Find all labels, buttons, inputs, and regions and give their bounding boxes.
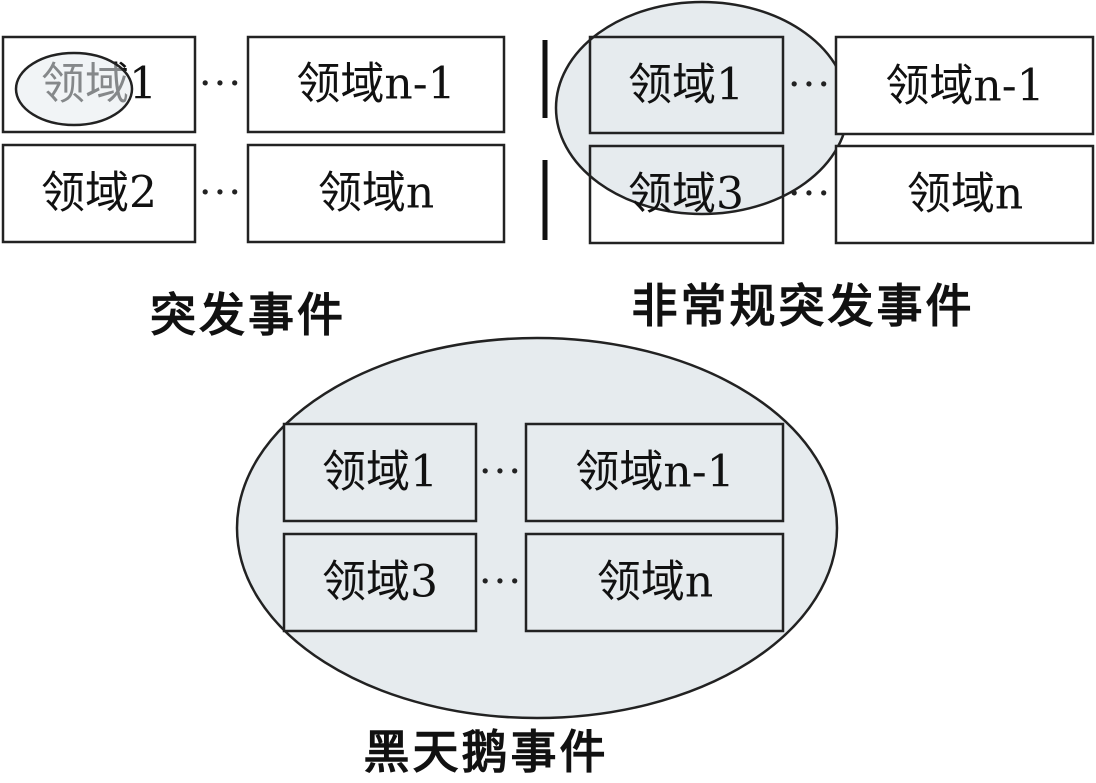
domain-box-emergency-n-1: 领域n-1 [246, 35, 506, 134]
domain-label: 领域n-1 [296, 59, 455, 110]
panel-black-swan: 领域1 ··· 领域n-1 领域3 ··· 领域n 黑天鹅事件 [235, 336, 839, 779]
domain-label: 领域2 [41, 168, 157, 219]
domain-box-unconventional-3: 领域3 [588, 144, 785, 245]
domain-label: 领域n-1 [575, 447, 734, 498]
domain-label: 领域n [318, 168, 434, 219]
domain-label: 领域n [597, 557, 713, 608]
caption-emergency: 突发事件 [150, 288, 346, 342]
ellipsis-separator: ··· [199, 170, 243, 216]
domain-box-unconventional-n-1: 领域n-1 [834, 35, 1095, 136]
domain-box-unconventional-1: 领域1 [588, 35, 785, 135]
domain-box-emergency-2: 领域2 [1, 143, 197, 244]
ellipsis-separator: ··· [788, 62, 832, 108]
ellipsis-separator: ··· [199, 61, 243, 107]
domain-label: 领域3 [628, 169, 744, 220]
ellipsis-separator: ··· [788, 171, 832, 217]
domain-label: 领域1 [322, 447, 438, 498]
panel-emergency: 领域1 ··· 领域n-1 领域2 ··· 领域n 突发事件 [1, 35, 506, 342]
domain-box-unconventional-n: 领域n [834, 144, 1095, 245]
domain-box-emergency-n: 领域n [246, 143, 506, 244]
ellipsis-separator: ··· [479, 449, 523, 495]
domain-label: 领域n-1 [885, 61, 1044, 112]
large-scope-ellipse [235, 336, 839, 720]
domain-box-black-swan-3: 领域3 [282, 532, 478, 633]
small-scope-ellipse [14, 51, 134, 127]
domain-label: 领域3 [322, 557, 438, 608]
domain-box-black-swan-n: 领域n [524, 532, 785, 633]
ellipsis-separator: ··· [479, 559, 523, 605]
caption-unconventional: 非常规突发事件 [632, 279, 975, 333]
domain-label: 领域n [907, 169, 1023, 220]
panel-unconventional: 领域1 ··· 领域n-1 领域3 ··· 领域n 非常规突发事件 [554, 0, 1095, 333]
domain-box-black-swan-1: 领域1 [282, 422, 478, 523]
caption-black-swan: 黑天鹅事件 [364, 725, 609, 779]
domain-label: 领域1 [628, 60, 744, 111]
domain-box-black-swan-n-1: 领域n-1 [524, 422, 785, 523]
